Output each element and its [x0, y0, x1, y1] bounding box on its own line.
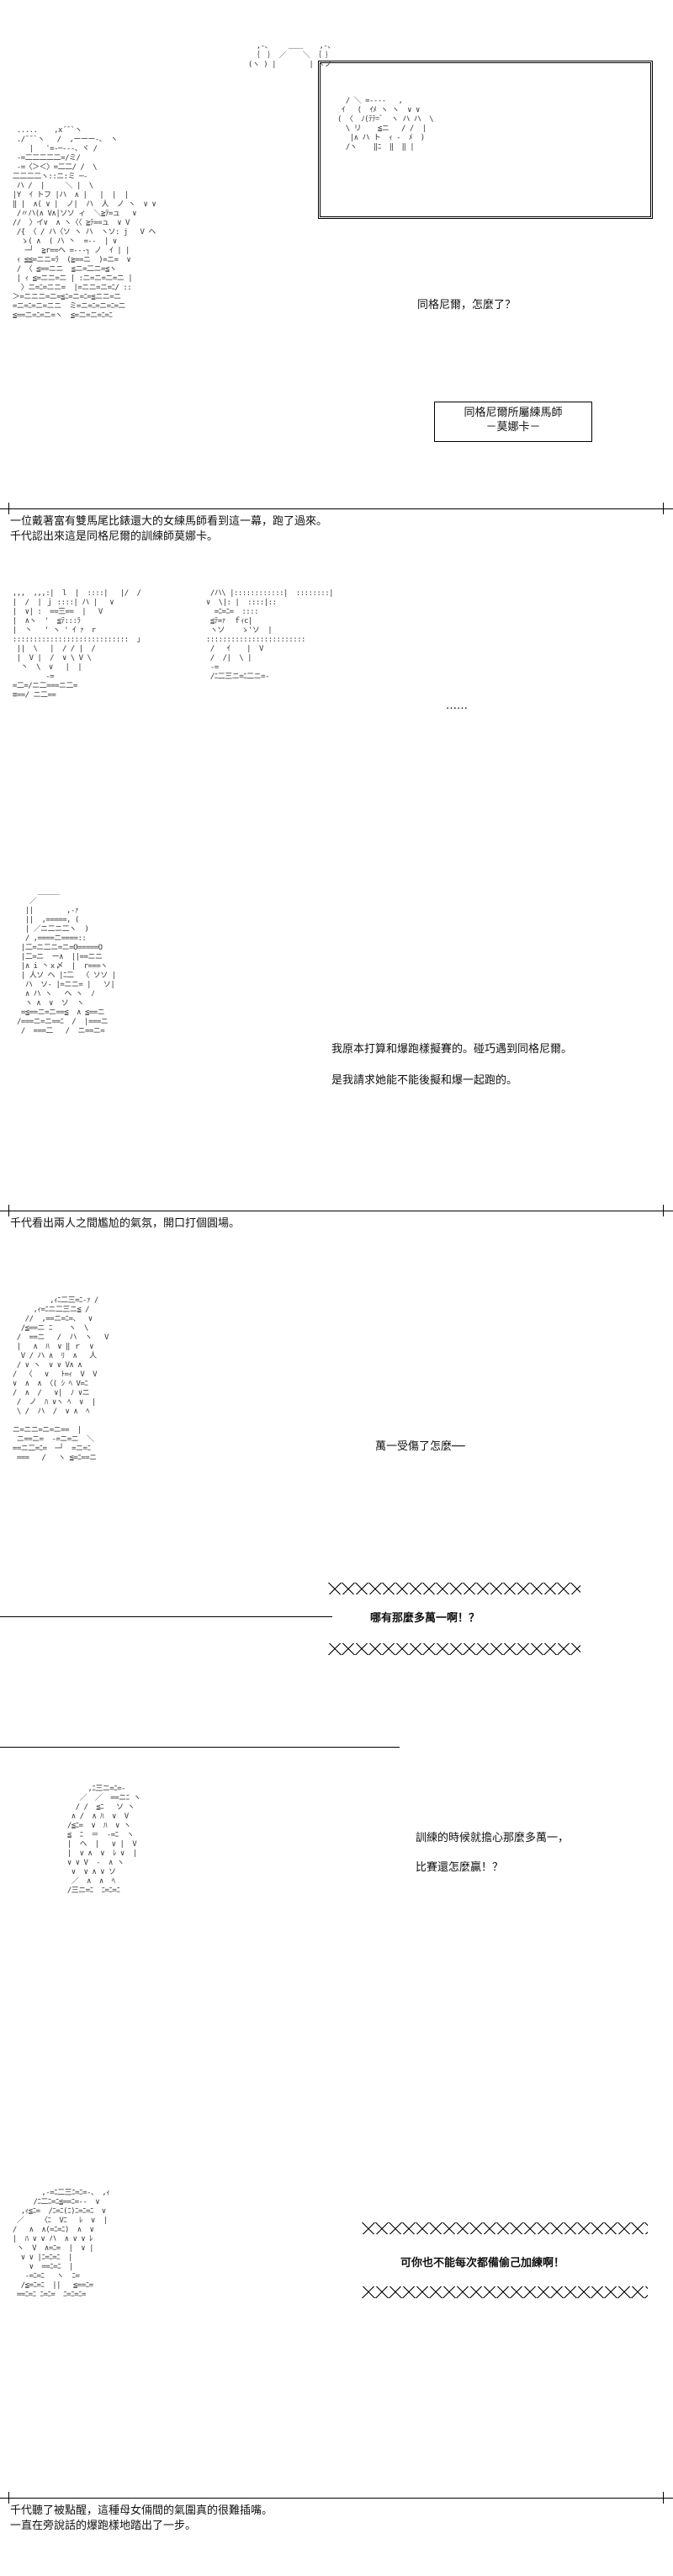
shout-zigzag-top: [328, 1583, 580, 1594]
caption-line: 一直在旁說話的爆跑樣地踏出了一步。: [10, 2520, 197, 2532]
panel-divider: [0, 508, 673, 509]
dialogue-line: 訓練的時候就擔心那麼多萬一，: [416, 1832, 570, 1844]
panel-divider-tick-right: [663, 503, 664, 514]
panel-divider-tick-right: [663, 1205, 664, 1216]
name-box: 同格尼爾所屬練馬師 －莫娜卡－: [434, 402, 592, 442]
panel-border: [0, 1616, 332, 1617]
dialogue-line: 是我請求她能不能後擬和爆一起跑的。: [331, 1074, 518, 1087]
dialogue-line: 同格尼爾，怎麼了？: [417, 299, 517, 311]
panel-divider-tick-left: [8, 1205, 9, 1216]
shout-text: 哪有那麼多萬一啊！？: [370, 1612, 480, 1625]
shout-text: 可你也不能每次都備偷己加練啊！: [400, 2257, 565, 2270]
ascii-art-right-face: /ハ\ |::::::::::::| ::::::::| ∨ \|: | :::…: [205, 589, 334, 681]
ascii-art-monaka: ..... ,x´¯`ヽ ./¯¯`ヽ / ,ーーー‐、 ヽ | ʿ=-─‐--…: [12, 126, 156, 320]
shout-zigzag-bottom: [328, 1643, 580, 1655]
caption-line: 千代認出來這是同格尼爾的訓練師莫娜卡。: [10, 530, 219, 543]
panel-divider-tick-right: [663, 2492, 664, 2504]
dialogue-line: 萬一受傷了怎麼──: [375, 1440, 465, 1453]
panel-divider-tick-left: [8, 2492, 9, 2504]
dialogue-line: 比賽還怎麼贏！？: [416, 1861, 504, 1874]
caption-line: 千代看出兩人之間尷尬的氣氛，開口打個圓場。: [10, 1217, 241, 1230]
ascii-art-chiyo: ＿＿＿ ／ || ,-ｧ || ,=====, ( | ／ニ二ニ二ヽ ) / ,…: [17, 888, 116, 1035]
caption-line: 千代聽了被點醒，這種母女倆間的氣圍真的很難插嘴。: [10, 2504, 273, 2517]
ascii-art-monaka-angry: ,ｨﾆ二三=ﾆ-ｧ / ,ｨ=ﾆニ二三ニ≦ / // ,==ニ=ﾆ=、 ∨ /≦…: [12, 1296, 109, 1462]
ascii-art-group: ,-=ﾆ二三ﾆ=ﾆ=-、 ,ｨ /ﾆ二ﾆ=ﾆ≦==ﾆ=-‐ ∨ ,ｨ≦ﾆ= /ﾆ…: [12, 2189, 110, 2299]
shout-zigzag-bottom: [362, 2286, 648, 2298]
ascii-art-top-swirls: ,-、 ＿＿ ,-、 ｛ ｝ ／ ＼ ｛ ｝ (ヽ ) | | ヽノ: [247, 42, 335, 69]
panel-divider-tick-left: [8, 503, 9, 514]
inset-frame: / ＼ =--‐‐ , ｲ ( ｲﾒ ヽ ヽ ∨ ∨ ( 〈 ﾉ(ﾃﾃ=ﾞ ヽ …: [318, 61, 653, 219]
ascii-art-inset: / ＼ =--‐‐ , ｲ ( ｲﾒ ヽ ヽ ∨ ∨ ( 〈 ﾉ(ﾃﾃ=ﾞ ヽ …: [337, 97, 434, 152]
panel-divider: [0, 2498, 673, 2499]
ellipsis-text: ……: [446, 700, 468, 712]
panel-border: [0, 1747, 400, 1748]
name-box-name: －莫娜卡－: [485, 421, 541, 434]
dialogue-line: 我原本打算和爆跑樣擬賽的。碰巧遇到同格尼爾。: [331, 1043, 573, 1056]
ascii-art-monaka-thinking: ,ﾆ三ニ=ﾆ=- ／ ／ ==ニﾆ ヽ / / ≦ﾆ ソ ヽ ∧ / ∧ ﾊ ∨…: [66, 1785, 141, 1895]
shout-zigzag-top: [362, 2222, 648, 2234]
name-box-title: 同格尼爾所屬練馬師: [464, 407, 563, 419]
caption-line: 一位戴著富有雙馬尾比錶還大的女練馬師看到這一幕，跑了過來。: [10, 515, 328, 528]
ascii-art-left-face: ,,, ,,,:| l | ::::| |/ / | / | ｊ ::::| ハ…: [12, 589, 141, 700]
